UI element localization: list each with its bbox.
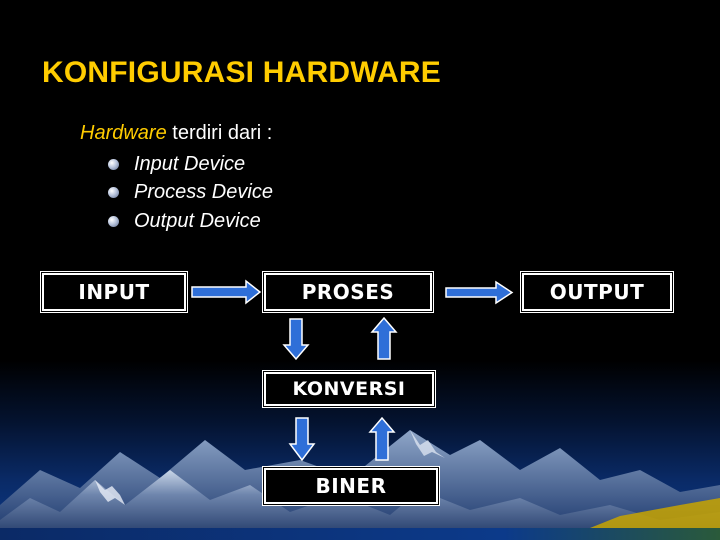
bullet-text: Process Device: [134, 181, 273, 204]
bullet-dot-icon: [108, 158, 119, 170]
konversi-box: KONVERSI: [263, 371, 435, 407]
output-box: OUTPUT: [521, 272, 673, 312]
intro-rest: terdiri dari :: [166, 122, 273, 144]
intro-italic-word: Hardware: [80, 122, 167, 144]
intro-line: Hardware terdiri dari :: [80, 122, 480, 145]
bullet-item: Input Device: [108, 150, 428, 179]
bullet-item: Process Device: [108, 179, 428, 208]
ground-strip: [0, 528, 720, 540]
proses-box: PROSES: [263, 272, 433, 312]
bullet-text: Input Device: [134, 152, 246, 175]
snow-highlights: [95, 480, 125, 505]
bullet-dot-icon: [108, 187, 119, 199]
input-box: INPUT: [41, 272, 187, 312]
front-mountain-range: [0, 470, 720, 540]
bullet-item: Output Device: [108, 207, 428, 236]
snow-highlights-2: [410, 430, 445, 458]
bullet-dot-icon: [108, 215, 119, 227]
bullet-text: Output Device: [134, 209, 261, 232]
slide-title: KONFIGURASI HARDWARE: [42, 56, 441, 89]
bullet-list: Input Device Process Device Output Devic…: [108, 150, 428, 236]
biner-box: BINER: [263, 467, 439, 505]
